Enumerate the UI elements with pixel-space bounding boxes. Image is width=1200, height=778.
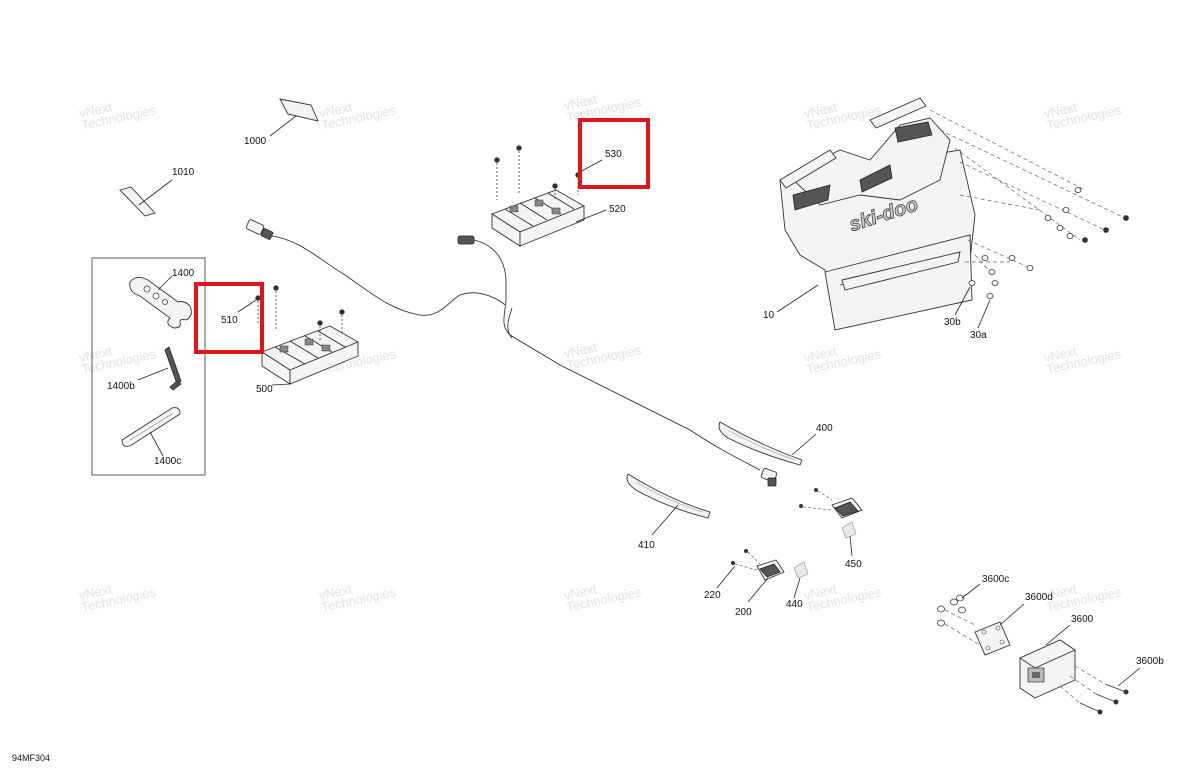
- svg-text:vNext: vNext: [78, 581, 114, 603]
- part-3600b-bolts[interactable]: 3600b: [1059, 656, 1164, 715]
- callout-1010[interactable]: 1010: [172, 167, 195, 178]
- wiring-harness[interactable]: [245, 219, 778, 487]
- part-450-lens[interactable]: 450: [841, 521, 862, 570]
- callout-530[interactable]: 530: [605, 149, 622, 160]
- svg-text:vNext: vNext: [803, 99, 839, 121]
- svg-text:vNext: vNext: [563, 581, 599, 603]
- svg-text:vNext: vNext: [318, 99, 354, 121]
- svg-text:vNext: vNext: [78, 343, 114, 365]
- callout-410[interactable]: 410: [638, 540, 655, 551]
- tool-kit-box: 1400 1400b 1400c: [91, 257, 206, 476]
- part-10-rear-cover[interactable]: ski-doo 10: [763, 97, 976, 331]
- callout-3600d[interactable]: 3600d: [1025, 592, 1053, 603]
- part-3600c-nuts[interactable]: 3600c: [937, 574, 1010, 646]
- part-510-screws[interactable]: 510: [221, 285, 345, 340]
- svg-text:vNext: vNext: [803, 581, 839, 603]
- part-1010-decal[interactable]: 1010: [119, 167, 195, 217]
- callout-520[interactable]: 520: [609, 204, 626, 215]
- part-3600d-plate[interactable]: 3600d: [974, 592, 1053, 656]
- svg-text:vNext: vNext: [803, 343, 839, 365]
- highlight-box-530: [578, 118, 650, 189]
- svg-text:vNext: vNext: [1043, 581, 1079, 603]
- part-500-grip-heater-module[interactable]: 500: [256, 325, 360, 395]
- part-220-screws[interactable]: 220: [704, 549, 761, 601]
- svg-text:vNext: vNext: [1043, 343, 1079, 365]
- part-1400c-strap[interactable]: 1400c: [121, 407, 181, 467]
- callout-440[interactable]: 440: [786, 599, 803, 610]
- part-1400b-hex-key[interactable]: 1400b: [107, 346, 182, 392]
- part-3600-hitch[interactable]: 3600: [1019, 614, 1094, 699]
- svg-text:vNext: vNext: [563, 339, 599, 361]
- callout-1400[interactable]: 1400: [172, 268, 195, 279]
- callout-30a[interactable]: 30a: [970, 330, 987, 341]
- part-440-lens[interactable]: 440: [786, 561, 809, 610]
- callout-3600c[interactable]: 3600c: [982, 574, 1009, 585]
- callout-450[interactable]: 450: [845, 559, 862, 570]
- callout-500[interactable]: 500: [256, 384, 273, 395]
- svg-text:vNext: vNext: [318, 581, 354, 603]
- part-200-taillight-left[interactable]: 200: [735, 559, 785, 618]
- part-520-grip-heater-module[interactable]: 520: [491, 189, 626, 247]
- part-400-reflector[interactable]: 400: [718, 421, 833, 466]
- callout-1400c[interactable]: 1400c: [154, 456, 181, 467]
- part-30-fasteners[interactable]: 30b 30a: [929, 109, 1129, 341]
- callout-1400b[interactable]: 1400b: [107, 381, 135, 392]
- callout-3600b[interactable]: 3600b: [1136, 656, 1164, 667]
- callout-10[interactable]: 10: [763, 310, 775, 321]
- callout-3600[interactable]: 3600: [1071, 614, 1094, 625]
- svg-text:vNext: vNext: [78, 99, 114, 121]
- svg-text:vNext: vNext: [563, 91, 599, 113]
- callout-220[interactable]: 220: [704, 590, 721, 601]
- part-1000-decal[interactable]: 1000: [244, 98, 319, 147]
- callout-510[interactable]: 510: [221, 315, 238, 326]
- callout-200[interactable]: 200: [735, 607, 752, 618]
- callout-30b[interactable]: 30b: [944, 317, 961, 328]
- svg-text:vNext: vNext: [1043, 99, 1079, 121]
- part-1400-wrench[interactable]: 1400: [129, 268, 195, 329]
- highlight-box-510: [194, 282, 264, 354]
- part-taillight-right[interactable]: [799, 488, 863, 519]
- callout-1000[interactable]: 1000: [244, 136, 267, 147]
- diagram-code: 94MF304: [12, 753, 50, 763]
- part-410-reflector[interactable]: 410: [626, 473, 711, 551]
- callout-400[interactable]: 400: [816, 423, 833, 434]
